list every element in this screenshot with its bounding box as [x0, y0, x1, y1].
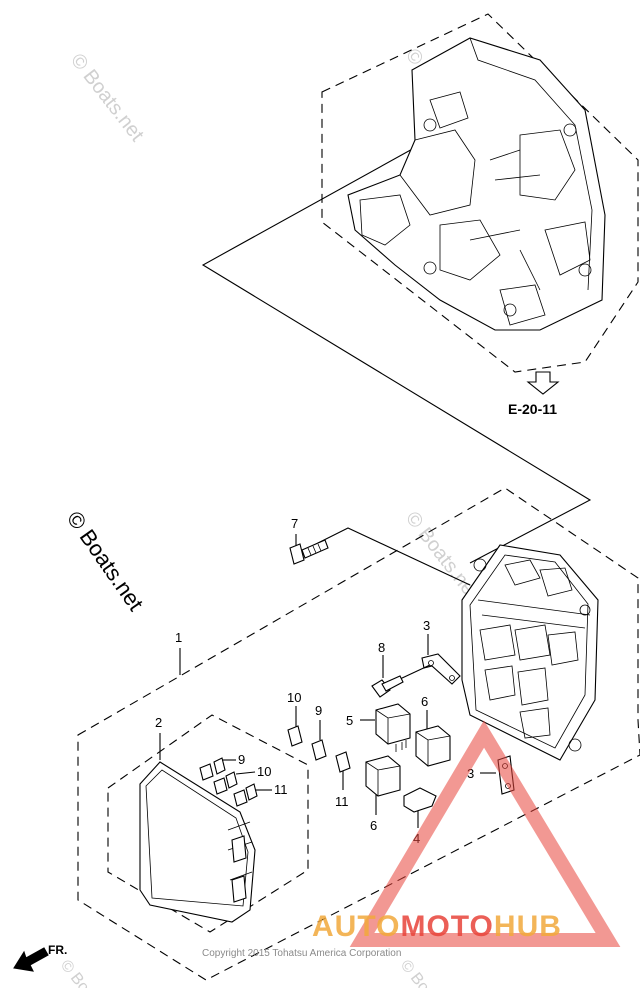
fuse-icon	[245, 783, 258, 801]
logo-part-auto: AUTO	[312, 910, 400, 943]
callout-11-cover: 11	[274, 782, 288, 797]
fuse-cover-part-2: 2 9 10 11	[107, 714, 309, 933]
logo-part-hub: HUB	[494, 910, 562, 943]
callout-6-lower: 6	[370, 818, 377, 833]
callout-5: 5	[346, 713, 353, 728]
upper-bracket	[347, 37, 606, 331]
fuse-box-base	[461, 544, 599, 761]
callout-7: 7	[291, 516, 298, 531]
front-label: FR.	[48, 943, 67, 957]
reference-label: E-20-11	[508, 401, 557, 417]
terminal-part-3-upper: 3	[421, 618, 461, 685]
boats-net-watermark: © Boats.net	[62, 507, 149, 616]
cover-dashed-outline	[107, 714, 309, 933]
relay-part-5: 5	[346, 703, 411, 752]
faint-watermark: © Boats.net	[66, 50, 148, 146]
callout-10-cover: 10	[257, 764, 271, 779]
faint-watermark: © Boats.net	[57, 957, 122, 988]
callout-11-middle: 11	[335, 794, 349, 809]
callout-3-upper: 3	[423, 618, 430, 633]
down-arrow-icon	[526, 371, 560, 395]
fuse-part-9-middle: 9	[311, 703, 327, 761]
bolt-part-7: 7	[289, 516, 471, 586]
fuse-icon	[225, 771, 238, 789]
logo-part-moto: MOTO	[400, 910, 493, 943]
fuse-box-assembly-group: 1 7	[77, 487, 640, 981]
screw-part-8: 8	[371, 640, 431, 698]
faint-watermark: © Boats.net	[397, 957, 462, 988]
callout-9-middle: 9	[315, 703, 322, 718]
callout-3-lower: 3	[467, 766, 474, 781]
callout-9-cover: 9	[238, 752, 245, 767]
callout-10-middle: 10	[287, 690, 301, 705]
automotohub-logo: AUTOMOTOHUB	[312, 720, 621, 947]
callout-8: 8	[378, 640, 385, 655]
assembly-dashed-outline	[77, 487, 640, 981]
bracket-leader-line	[201, 141, 592, 564]
logo-text: AUTOMOTOHUB	[312, 910, 562, 943]
fuse-part-11-middle: 11	[335, 751, 351, 809]
fuse-icon	[213, 757, 226, 775]
front-arrow-icon	[13, 947, 49, 972]
fuse-icon	[199, 763, 214, 781]
relay-part-6-lower: 6	[365, 755, 401, 833]
fuse-icon	[233, 789, 248, 807]
logo-triangle	[349, 720, 621, 947]
callout-6-upper: 6	[421, 694, 428, 709]
callout-1: 1	[175, 630, 182, 645]
relay-part-6-upper: 6	[415, 694, 451, 767]
upper-bracket-group: E-20-11	[201, 13, 639, 564]
upper-bracket-dashed-outline	[321, 13, 639, 373]
copyright-notice: Copyright 2015 Tohatsu America Corporati…	[202, 948, 401, 959]
fuse-icon	[213, 777, 228, 795]
callout-2: 2	[155, 715, 162, 730]
fuse-part-10-middle: 10	[287, 690, 303, 747]
reference-arrow: E-20-11	[508, 371, 560, 417]
bracket-body	[347, 37, 606, 331]
front-direction-indicator: FR.	[13, 943, 67, 972]
